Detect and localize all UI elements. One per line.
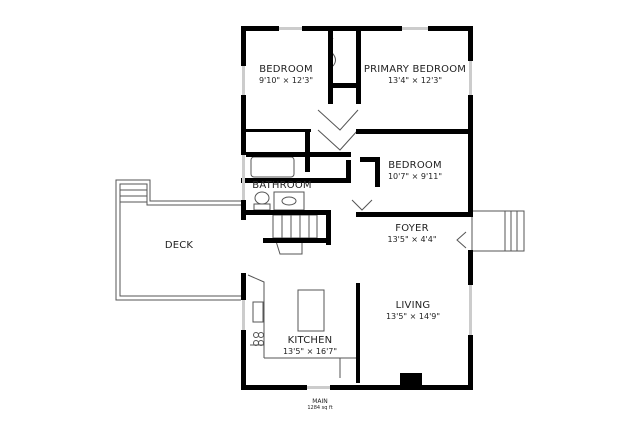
floor-caption: MAIN 1284 sq ft (307, 398, 333, 412)
room-dims: 10'7" × 9'11" (387, 171, 443, 181)
deck-outline (115, 179, 241, 301)
room-name: LIVING (395, 300, 431, 311)
room-name: FOYER (395, 223, 429, 234)
room-dims: 13'5" × 14'9" (385, 311, 441, 321)
bathtub (250, 156, 295, 178)
room-dims: 13'5" × 16'7" (282, 346, 338, 356)
room-label-deck: DECK (165, 240, 193, 252)
vanity (273, 191, 305, 211)
room-label-bedroom-2: BEDROOM 10'7" × 9'11" (388, 160, 442, 181)
toilet (254, 191, 270, 205)
room-label-primary-bedroom: PRIMARY BEDROOM 13'4" × 12'3" (364, 64, 466, 85)
room-label-bathroom: BATHROOM (252, 180, 311, 192)
room-label-foyer: FOYER 13'5" × 4'4" (388, 223, 437, 244)
room-dims: 13'4" × 12'3" (387, 75, 443, 85)
room-name: PRIMARY BEDROOM (363, 64, 467, 75)
walls (241, 26, 473, 390)
room-name: KITCHEN (287, 335, 333, 346)
room-name: BATHROOM (252, 180, 312, 191)
room-name: DECK (164, 240, 194, 251)
front-steps (471, 210, 525, 252)
kitchen-island (297, 289, 325, 332)
floor-area: 1284 sq ft (307, 404, 333, 411)
room-label-bedroom-1: BEDROOM 9'10" × 12'3" (259, 64, 313, 85)
floor-name: MAIN (312, 398, 328, 405)
room-dims: 9'10" × 12'3" (258, 75, 314, 85)
room-label-living: LIVING 13'5" × 14'9" (386, 300, 440, 321)
kitchen-counter (247, 274, 356, 378)
room-label-kitchen: KITCHEN 13'5" × 16'7" (283, 335, 337, 356)
room-name: BEDROOM (388, 160, 442, 171)
windows (242, 27, 472, 389)
stairs (272, 214, 318, 255)
room-name: BEDROOM (259, 64, 313, 75)
room-dims: 13'5" × 4'4" (387, 234, 437, 244)
